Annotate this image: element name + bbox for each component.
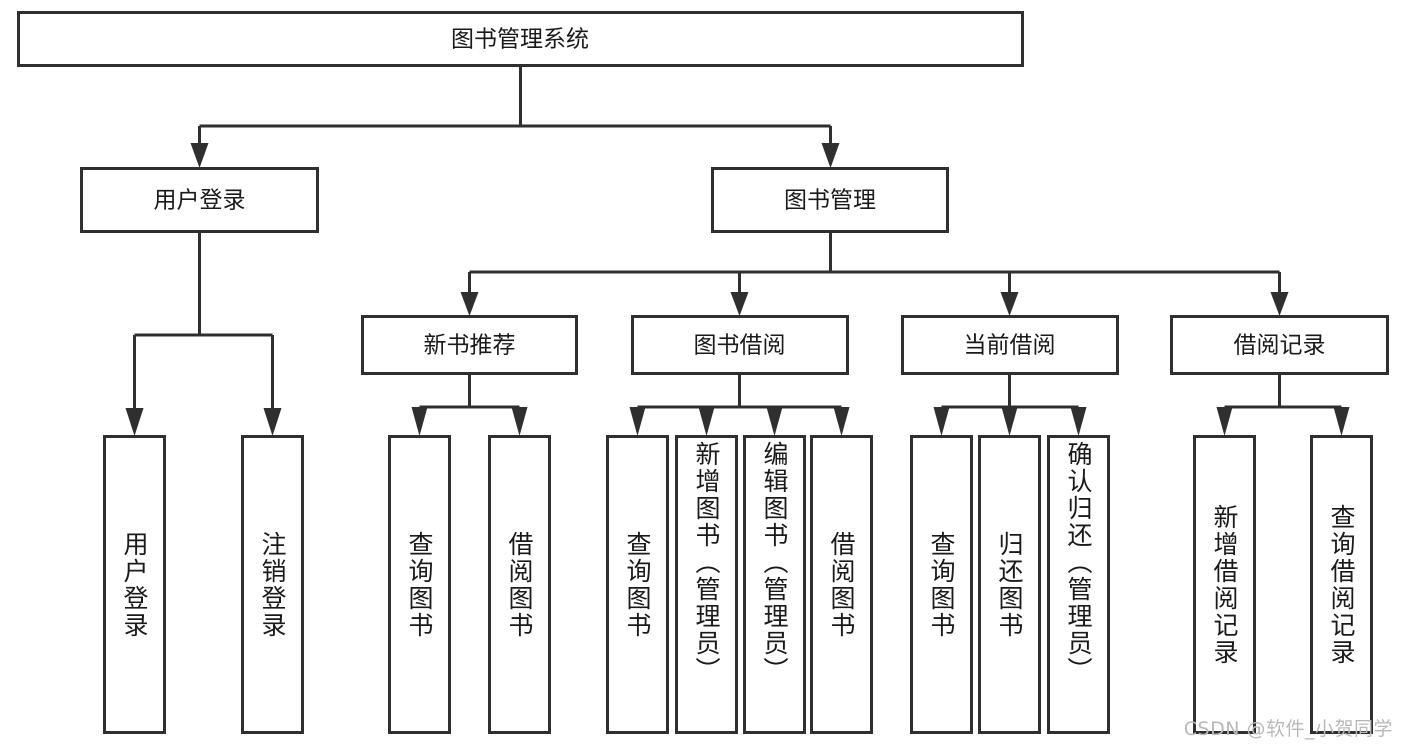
leaf-rect-return-book[interactable] xyxy=(978,435,1041,734)
leaf-rect-borrow-book-2[interactable] xyxy=(810,435,873,734)
node-book-manage-label: 图书管理 xyxy=(784,188,876,214)
arrow-head-leaf-query-book-1 xyxy=(411,407,428,436)
arrow-head-leaf-add-record xyxy=(1216,407,1233,436)
node-book-borrow-label: 图书借阅 xyxy=(694,333,786,359)
node-root-label: 图书管理系统 xyxy=(451,27,589,53)
arrow-head-leaf-logout-login xyxy=(263,408,282,436)
connector-group-book-borrow xyxy=(629,374,850,436)
arrow-head-book-borrow xyxy=(730,292,749,316)
leaf-rect-borrow-book-1[interactable] xyxy=(488,435,551,734)
node-book-borrow[interactable]: 图书借阅 xyxy=(631,315,849,375)
arrow-head-leaf-borrow-book-1 xyxy=(511,407,528,436)
arrow-head-book-manage xyxy=(821,143,840,168)
node-new-book-recommend-label: 新书推荐 xyxy=(424,333,516,359)
node-book-manage[interactable]: 图书管理 xyxy=(711,167,949,233)
connector-group-user-login xyxy=(125,232,282,436)
arrow-head-user-login xyxy=(190,143,209,168)
arrow-head-leaf-borrow-book-2 xyxy=(833,407,850,436)
leaf-rect-query-record[interactable] xyxy=(1310,435,1373,734)
leaf-rect-edit-book[interactable] xyxy=(743,435,806,734)
arrow-head-leaf-return-book xyxy=(1001,407,1018,436)
connector-group-borrow-record xyxy=(1216,374,1350,436)
leaf-rect-query-book-3[interactable] xyxy=(910,435,973,734)
node-current-borrow-rect[interactable] xyxy=(901,315,1119,375)
node-borrow-record[interactable]: 借阅记录 xyxy=(1170,315,1389,375)
node-new-book-recommend[interactable]: 新书推荐 xyxy=(361,315,578,375)
node-user-login[interactable]: 用户登录 xyxy=(80,167,319,233)
node-root[interactable]: 图书管理系统 xyxy=(17,11,1024,67)
leaf-rect-add-record[interactable] xyxy=(1193,435,1256,734)
leaf-rect-confirm-return[interactable] xyxy=(1047,435,1110,734)
connector-group-new-book-recommend xyxy=(411,374,528,436)
watermark-text: CSDN @软件_小贺同学 xyxy=(1183,718,1393,740)
arrow-head-leaf-add-book xyxy=(698,407,715,436)
node-user-login-label: 用户登录 xyxy=(154,188,246,214)
node-borrow-record-rect[interactable] xyxy=(1170,315,1389,375)
arrow-head-leaf-query-book-2 xyxy=(629,407,646,436)
arrow-head-current-borrow xyxy=(1000,292,1019,316)
node-new-book-recommend-rect[interactable] xyxy=(361,315,578,375)
leaf-rect-user-login[interactable] xyxy=(103,435,166,734)
node-user-login-rect[interactable] xyxy=(80,167,319,233)
leaf-rect-query-book-1[interactable] xyxy=(388,435,451,734)
leaf-rect-query-book-2[interactable] xyxy=(606,435,669,734)
connector-group-root xyxy=(190,66,840,168)
node-book-manage-rect[interactable] xyxy=(711,167,949,233)
node-book-borrow-rect[interactable] xyxy=(631,315,849,375)
connector-group-book-manage xyxy=(460,232,1289,316)
leaf-rect-add-book[interactable] xyxy=(675,435,738,734)
arrow-head-borrow-record xyxy=(1270,292,1289,316)
arrow-head-new-book-recommend xyxy=(460,292,479,316)
node-root-rect[interactable] xyxy=(17,11,1024,67)
connector-group-current-borrow xyxy=(933,374,1087,436)
arrow-head-leaf-query-record xyxy=(1333,407,1350,436)
arrow-head-leaf-query-book-3 xyxy=(933,407,950,436)
arrow-head-leaf-confirm-return xyxy=(1070,407,1087,436)
node-current-borrow-label: 当前借阅 xyxy=(964,333,1056,359)
node-borrow-record-label: 借阅记录 xyxy=(1234,333,1326,359)
arrow-head-leaf-user-login xyxy=(125,408,144,436)
arrow-head-leaf-edit-book xyxy=(766,407,783,436)
node-current-borrow[interactable]: 当前借阅 xyxy=(901,315,1119,375)
leaf-rect-logout-login[interactable] xyxy=(241,435,304,734)
